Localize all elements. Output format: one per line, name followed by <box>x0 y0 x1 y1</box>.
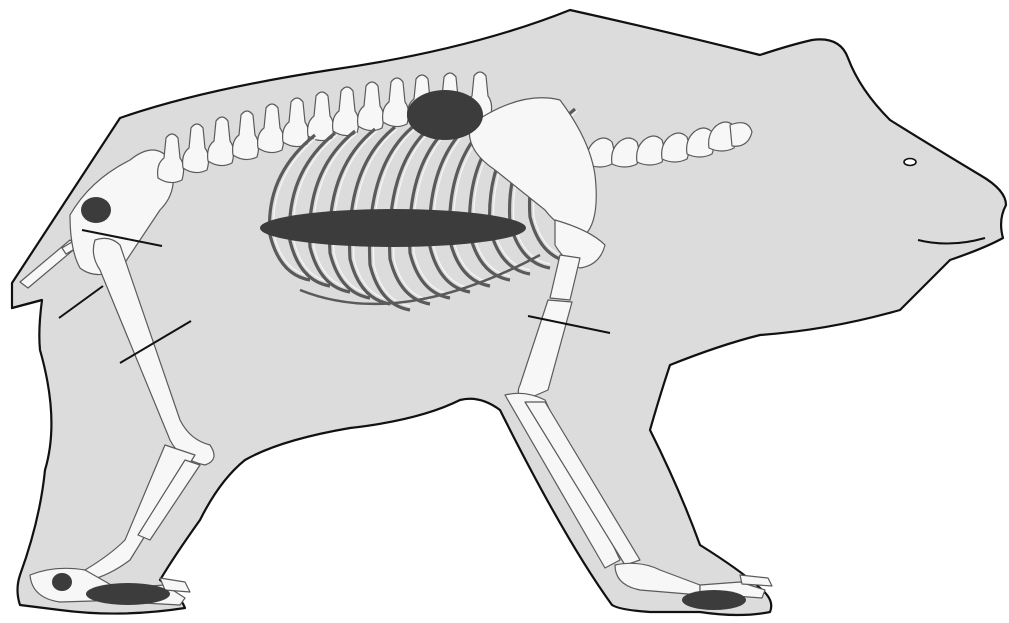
spine-shoulder-marker <box>407 90 483 140</box>
hind-foot-marker <box>86 583 170 605</box>
pelvis-marker <box>81 197 111 223</box>
eye-mark <box>904 159 916 166</box>
front-foot-marker <box>682 590 746 610</box>
hind-ankle-marker <box>52 573 72 591</box>
thorax-marker <box>260 209 526 247</box>
